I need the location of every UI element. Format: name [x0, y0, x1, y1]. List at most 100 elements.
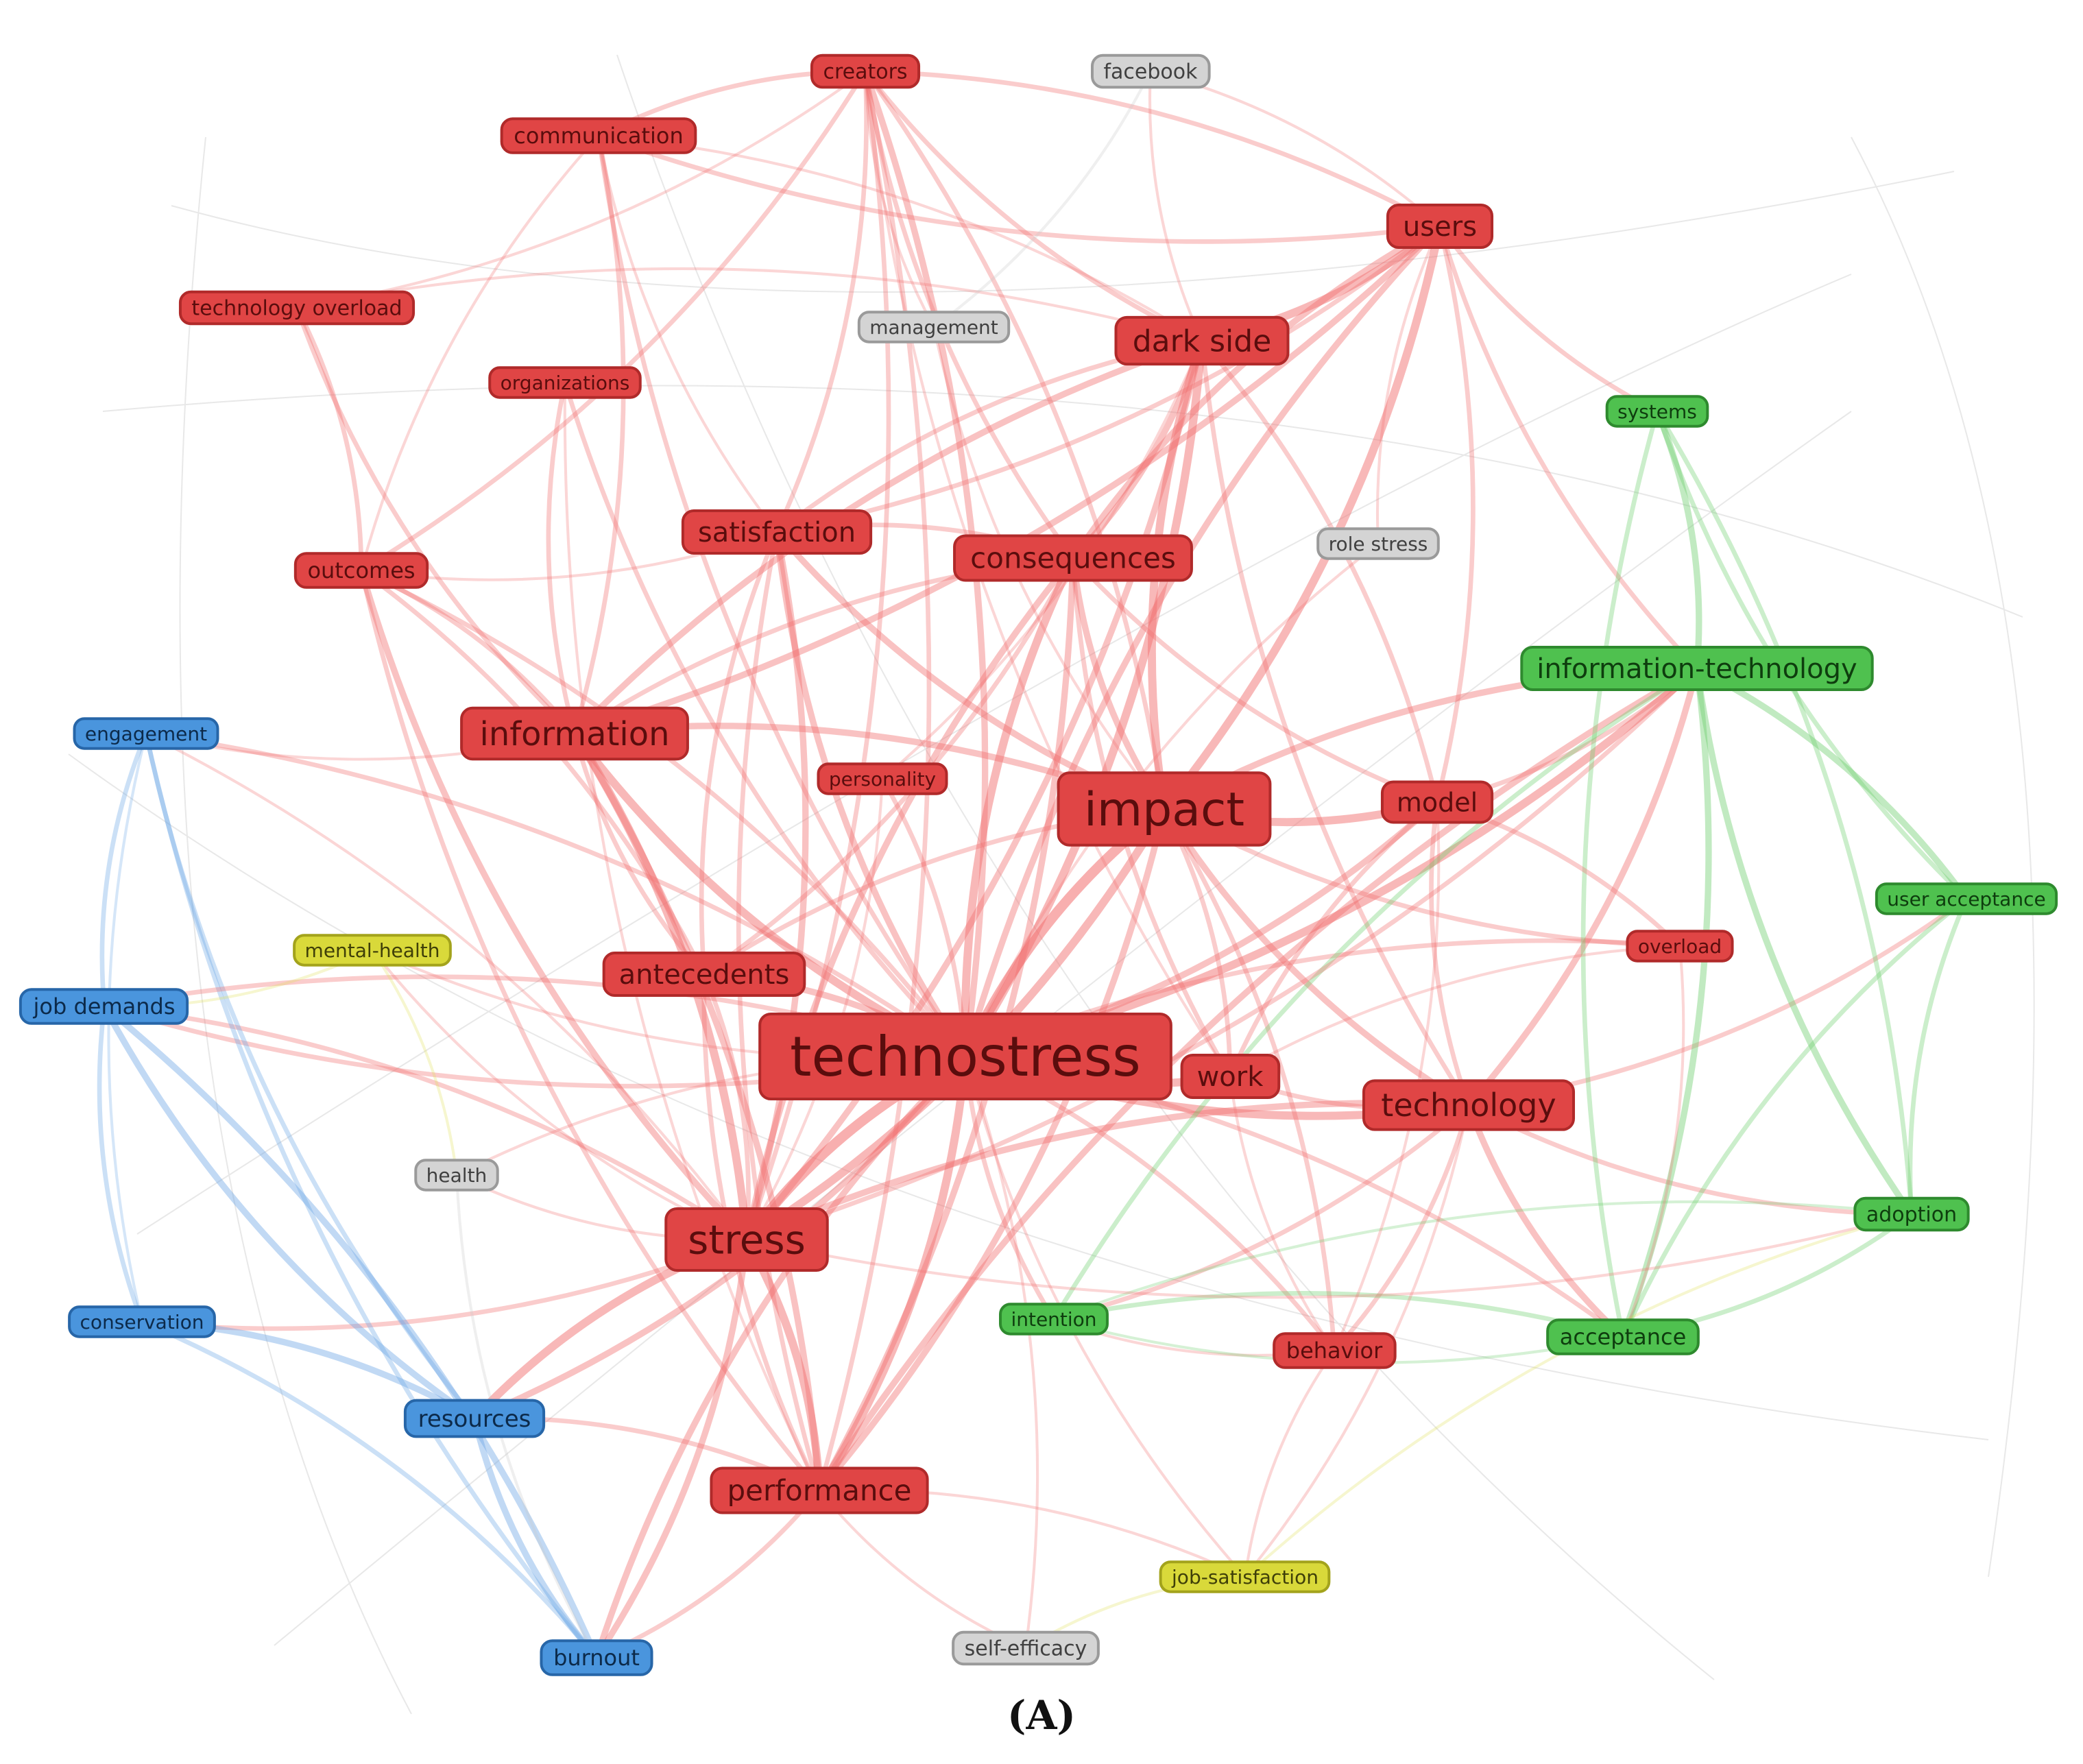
node-information[interactable]: information	[460, 706, 689, 761]
node-label: model	[1397, 787, 1478, 817]
node-box	[460, 706, 689, 761]
node-box	[488, 366, 642, 399]
node-box	[1875, 882, 2058, 915]
edge-information-performance	[571, 730, 823, 1494]
node-role-stress[interactable]: role stress	[1316, 527, 1440, 560]
edge-stress-conservation	[139, 1237, 749, 1331]
node-health[interactable]: health	[414, 1159, 499, 1192]
node-label: creators	[823, 60, 907, 84]
node-job-demands[interactable]: job demands	[19, 988, 189, 1025]
edge-management-impact	[932, 325, 1166, 811]
node-label: job-satisfaction	[1171, 1566, 1319, 1588]
node-technostress[interactable]: technostress	[758, 1013, 1172, 1100]
node-work[interactable]: work	[1180, 1054, 1281, 1099]
node-organizations[interactable]: organizations	[488, 366, 642, 399]
edge-information-users	[571, 223, 1443, 737]
node-label: user acceptance	[1887, 888, 2045, 910]
node-label: dark side	[1133, 324, 1272, 359]
edge-technology-behavior	[1332, 1102, 1471, 1353]
node-outcomes[interactable]: outcomes	[293, 552, 429, 589]
node-box	[1159, 1560, 1331, 1593]
node-overload[interactable]: overload	[1626, 930, 1734, 963]
edge-job_satisfaction-adoption	[1243, 1212, 1914, 1579]
node-label: impact	[1084, 783, 1244, 837]
node-antecedents[interactable]: antecedents	[602, 952, 806, 997]
node-model[interactable]: model	[1380, 780, 1494, 824]
background-arc	[179, 136, 412, 1715]
node-adoption[interactable]: adoption	[1853, 1196, 1970, 1232]
node-satisfaction[interactable]: satisfaction	[681, 509, 873, 555]
node-dark-side[interactable]: dark side	[1114, 315, 1290, 366]
node-box	[1114, 315, 1290, 366]
node-management[interactable]: management	[857, 311, 1011, 343]
node-box	[178, 290, 416, 326]
edge-model-work	[1227, 799, 1440, 1079]
node-user-acceptance[interactable]: user acceptance	[1875, 882, 2058, 915]
background-arc	[102, 385, 2023, 618]
node-burnout[interactable]: burnout	[540, 1639, 653, 1676]
node-technology-overload[interactable]: technology overload	[178, 290, 416, 326]
node-label: behavior	[1286, 1338, 1383, 1364]
node-label: technostress	[790, 1025, 1141, 1089]
node-box	[1057, 771, 1272, 847]
node-box	[73, 717, 219, 750]
node-personality[interactable]: personality	[817, 762, 948, 795]
node-consequences[interactable]: consequences	[953, 534, 1193, 582]
node-label: adoption	[1866, 1203, 1957, 1227]
node-box	[664, 1207, 829, 1272]
edge-information_technology-acceptance	[1620, 665, 1712, 1340]
edge-users-satisfaction	[774, 223, 1443, 535]
background-arc	[68, 753, 1989, 1440]
node-technology[interactable]: technology	[1362, 1079, 1576, 1131]
node-box	[810, 53, 921, 89]
node-label: performance	[727, 1474, 912, 1508]
node-mental-health[interactable]: mental-health	[293, 934, 452, 967]
edge-facebook-dark_side	[1148, 69, 1204, 343]
node-box	[999, 1303, 1109, 1336]
node-box	[1362, 1079, 1576, 1131]
edge-adoption-intention	[1052, 1200, 1914, 1321]
edge-systems-users	[1437, 223, 1660, 414]
edge-stress-satisfaction	[743, 529, 809, 1243]
node-creators[interactable]: creators	[810, 53, 921, 89]
node-acceptance[interactable]: acceptance	[1546, 1318, 1700, 1355]
node-information-technology[interactable]: information-technology	[1520, 646, 1874, 691]
edge-technology_overload-creators	[295, 69, 867, 310]
node-intention[interactable]: intention	[999, 1303, 1109, 1336]
node-conservation[interactable]: conservation	[68, 1305, 216, 1338]
node-label: work	[1197, 1061, 1264, 1093]
node-label: antecedents	[619, 959, 790, 991]
edge-information_technology-user_acceptance	[1694, 665, 1970, 902]
node-label: job demands	[33, 993, 176, 1019]
edge-users-model	[1434, 223, 1476, 805]
edge-technostress-outcomes	[359, 568, 968, 1059]
node-behavior[interactable]: behavior	[1273, 1332, 1397, 1369]
edge-acceptance-adoption	[1620, 1211, 1914, 1340]
node-stress[interactable]: stress	[664, 1207, 829, 1272]
node-box	[857, 311, 1011, 343]
edge-burnout-engagement	[143, 731, 599, 1660]
node-label: resources	[418, 1405, 531, 1433]
node-impact[interactable]: impact	[1057, 771, 1272, 847]
node-facebook[interactable]: facebook	[1090, 53, 1211, 89]
edge-information-organizations	[546, 380, 577, 736]
node-communication[interactable]: communication	[500, 117, 697, 154]
node-box	[1546, 1318, 1700, 1355]
node-systems[interactable]: systems	[1605, 395, 1709, 428]
node-box	[414, 1159, 499, 1192]
edge-impact-behavior	[1161, 806, 1337, 1353]
node-performance[interactable]: performance	[710, 1466, 929, 1514]
node-box	[1180, 1054, 1281, 1099]
node-users[interactable]: users	[1386, 204, 1494, 249]
edge-users-communication	[596, 133, 1443, 244]
node-label: information-technology	[1537, 653, 1857, 685]
node-resources[interactable]: resources	[403, 1399, 546, 1438]
edge-outcomes-communication	[359, 134, 601, 572]
edge-dark_side-consequences	[1070, 337, 1205, 561]
node-engagement[interactable]: engagement	[73, 717, 219, 750]
edge-impact-creators	[863, 69, 1167, 812]
edge-stress-outcomes	[358, 567, 750, 1243]
node-job-satisfaction[interactable]: job-satisfaction	[1159, 1560, 1331, 1593]
edge-performance-satisfaction	[736, 529, 822, 1493]
node-self-efficacy[interactable]: self-efficacy	[952, 1630, 1100, 1666]
